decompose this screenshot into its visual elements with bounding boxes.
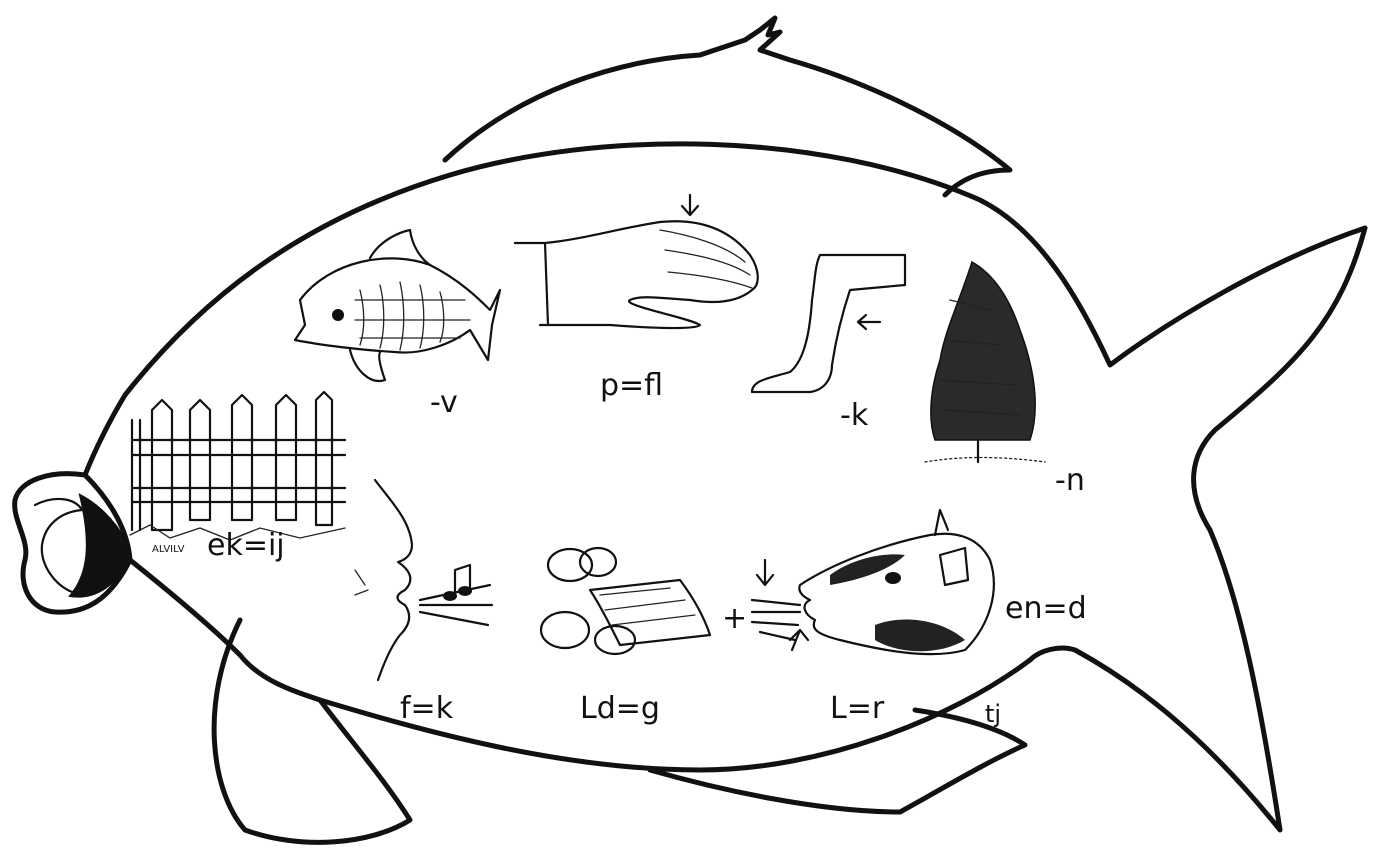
calling-mouth-icon xyxy=(752,560,808,650)
clue-hand: p=fl xyxy=(600,368,663,403)
clue-fence: ek=ij xyxy=(207,528,285,563)
cow-head-icon xyxy=(799,510,994,654)
clue-leg: -k xyxy=(840,398,869,433)
hand-icon xyxy=(515,195,758,328)
fence-icon xyxy=(130,392,345,540)
leg-icon xyxy=(752,255,905,392)
music-note-icon xyxy=(444,565,471,600)
tree-icon xyxy=(925,262,1045,462)
clue-calling: L=r xyxy=(830,691,885,726)
whistling-mouth-icon xyxy=(355,480,492,680)
plus-sign: + xyxy=(722,601,747,636)
clue-fish: -v xyxy=(430,385,458,420)
clue-tree: -n xyxy=(1055,463,1085,498)
tail-mark: tj xyxy=(985,700,1001,728)
big-fish-body xyxy=(15,18,1365,842)
clue-cow: en=d xyxy=(1005,591,1087,626)
clue-money: Ld=g xyxy=(580,691,660,726)
fish-icon xyxy=(295,230,500,381)
clue-whistle: f=k xyxy=(400,691,454,726)
fence-scribble: ALVILV xyxy=(152,544,185,555)
coins-and-banknotes-icon xyxy=(541,548,710,654)
